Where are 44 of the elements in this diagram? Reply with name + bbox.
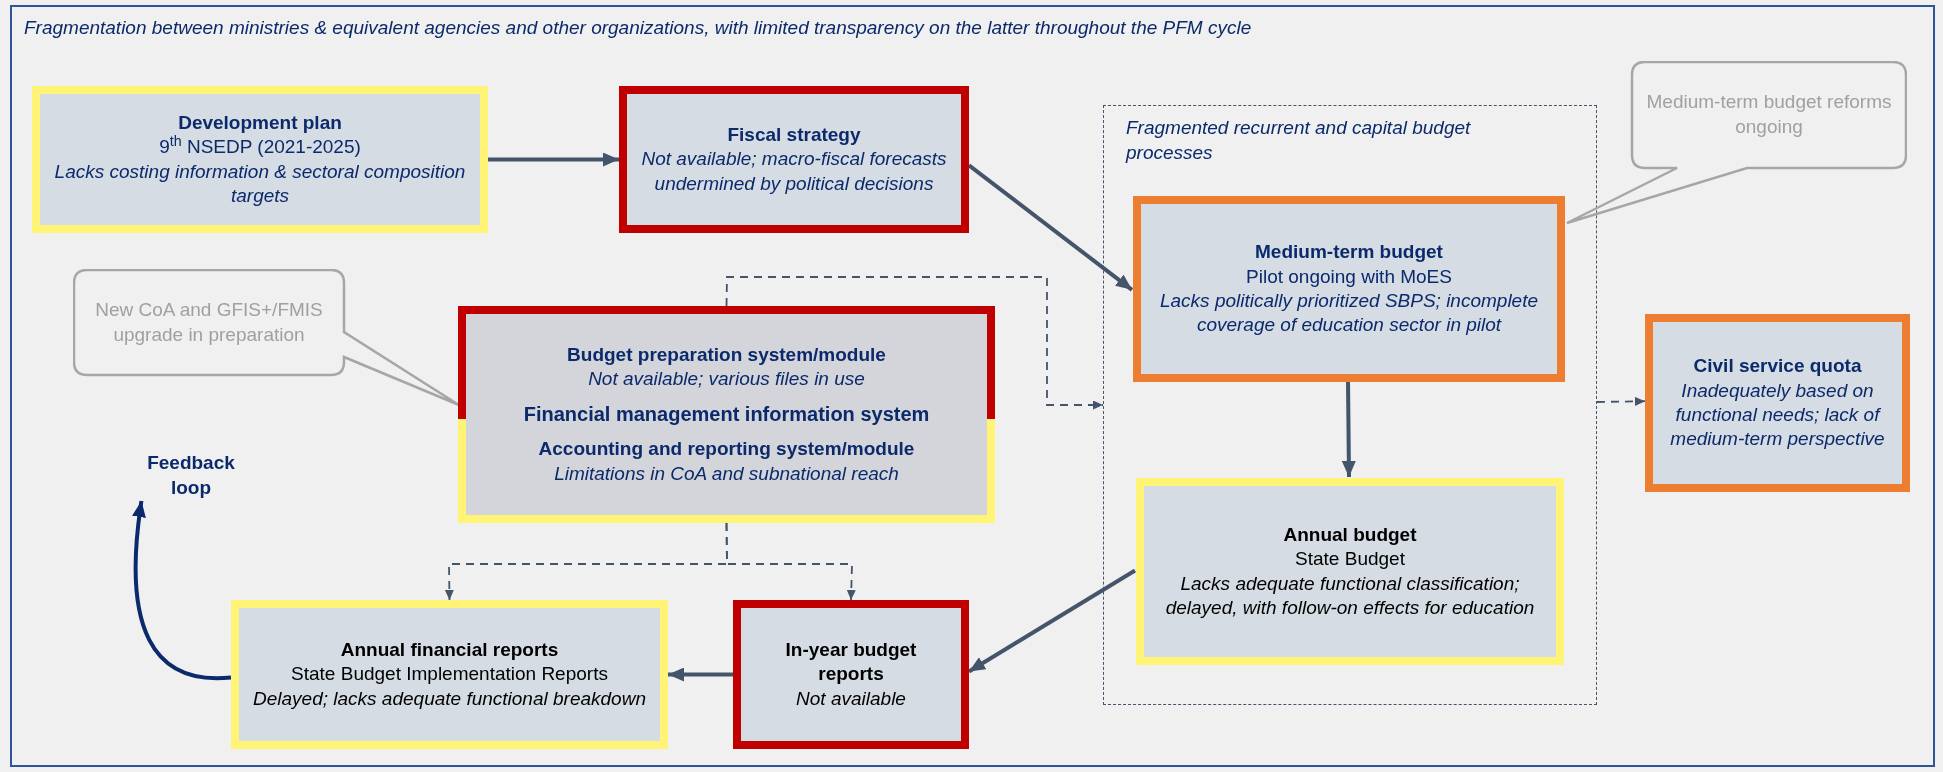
loop-label: Feedback loop xyxy=(146,450,236,500)
system-heading: Financial management information system xyxy=(522,401,931,427)
process-box xyxy=(32,86,488,233)
box-description: Lacks adequate functional classification; delayed, with follow-on effects for education xyxy=(1164,571,1536,620)
process-box xyxy=(1136,478,1564,665)
box-heading: Accounting and reporting system/module xyxy=(537,437,916,462)
box-description: Limitations in CoA and subnational reach xyxy=(553,461,900,486)
group-title: Fragmented recurrent and capital budget processes xyxy=(1126,116,1472,165)
box-heading: Medium-term budget xyxy=(1254,240,1444,265)
process-box xyxy=(231,600,668,749)
box-description: Not available; various files in use xyxy=(587,367,866,392)
box-subtitle: State Budget xyxy=(1294,547,1406,572)
box-description: Lacks costing information & sectoral composition targets xyxy=(53,159,467,208)
box-heading: Budget preparation system/module xyxy=(566,343,887,368)
box-heading: Development plan xyxy=(177,110,343,135)
process-box xyxy=(733,600,969,749)
arrow xyxy=(488,152,619,167)
box-heading: Civil service quota xyxy=(1692,354,1863,379)
callout-text: New CoA and GFIS+/FMIS upgrade in preparation xyxy=(94,298,324,347)
process-box xyxy=(1133,196,1565,382)
dashed-arrow xyxy=(725,276,1104,410)
arrow xyxy=(668,667,733,682)
diagram-title: Fragmentation between ministries & equivalent agencies and other organizations, with limited transparency on the latter throughout the PFM cycle xyxy=(24,16,1252,40)
process-box xyxy=(1645,314,1910,492)
box-description: Delayed; lacks adequate functional breakdown xyxy=(252,686,647,711)
arrow xyxy=(1341,380,1356,478)
curved-arrow xyxy=(132,500,232,681)
process-box xyxy=(619,86,969,233)
box-description: Inadequately based on functional needs; lack of medium-term perspective xyxy=(1669,378,1886,452)
system-box xyxy=(458,306,995,523)
box-description: Not available xyxy=(795,686,907,711)
box-heading: Annual budget xyxy=(1282,522,1418,547)
box-subtitle: State Budget Implementation Reports xyxy=(290,662,609,687)
box-description: Lacks politically prioritized SBPS; incomplete coverage of education sector in pilot xyxy=(1158,289,1540,338)
box-subtitle: Pilot ongoing with MoES xyxy=(1245,264,1453,289)
callout-text: Medium-term budget reforms ongoing xyxy=(1645,90,1893,139)
box-heading: Fiscal strategy xyxy=(726,123,862,148)
dashed-arrow xyxy=(725,522,856,601)
box-description: Not available; macro-fiscal forecasts undermined by political decisions xyxy=(640,147,948,196)
box-heading: Annual financial reports xyxy=(339,638,560,663)
box-heading: In-year budget reports xyxy=(784,638,918,687)
dashed-arrow xyxy=(1596,396,1646,406)
box-subtitle: 9$^{th}$ NSEDP (2021-2025) xyxy=(158,135,362,160)
dashed-group-box xyxy=(1103,105,1597,705)
